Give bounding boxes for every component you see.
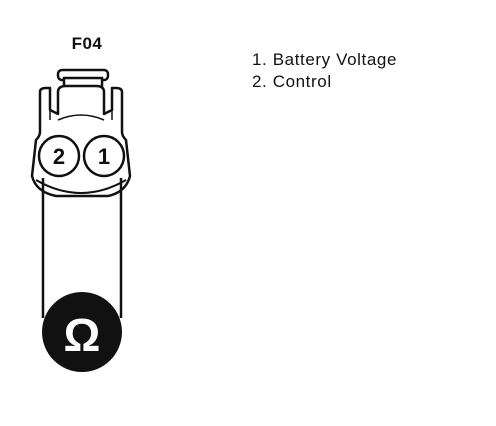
- legend-item-pin-2: 2. Control: [252, 72, 332, 91]
- connector-title: F04: [71, 34, 103, 53]
- pin-2: [37, 134, 81, 178]
- legend-item-pin-1: 1. Battery Voltage: [252, 50, 397, 69]
- pin-2-label: 2: [53, 144, 65, 169]
- pin-1: [82, 134, 126, 178]
- pin-legend: 1. Battery Voltage 2. Control: [252, 49, 397, 93]
- ohm-symbol: Ω: [64, 309, 101, 361]
- ohmmeter-icon: Ω: [42, 292, 122, 372]
- pin-1-label: 1: [98, 144, 110, 169]
